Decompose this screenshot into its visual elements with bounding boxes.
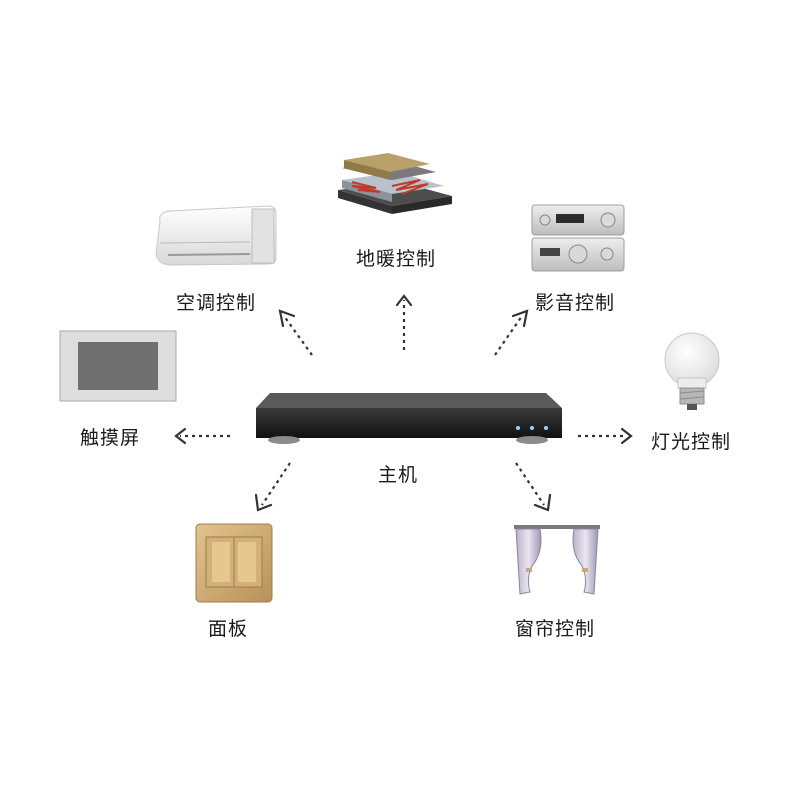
arrows [180,300,627,506]
light-bulb-icon [664,332,720,410]
floor-heating-icon [338,153,452,214]
air-conditioner-icon [155,205,277,266]
arrow-heads [174,294,633,512]
audio-video-label: 影音控制 [535,292,616,314]
touch-screen-icon [59,330,177,402]
air-conditioner-label: 空调控制 [176,292,257,314]
wall-switch-icon [195,523,273,603]
set-top-box-icon [256,393,562,444]
arrow-to-audio-video [494,315,523,356]
arrow-to-curtain [515,462,545,506]
touch-screen-label: 触摸屏 [80,427,141,449]
panel-label: 面板 [208,618,249,640]
curtain-label: 窗帘控制 [515,618,596,640]
arrow-to-air-conditioner [283,315,313,356]
hub-label: 主机 [378,464,419,486]
audio-amplifier-icon [531,204,625,272]
lighting-label: 灯光控制 [651,431,732,453]
curtain-icon [514,525,600,595]
arrow-to-panel [261,462,291,506]
floor-heating-label: 地暖控制 [356,248,437,270]
